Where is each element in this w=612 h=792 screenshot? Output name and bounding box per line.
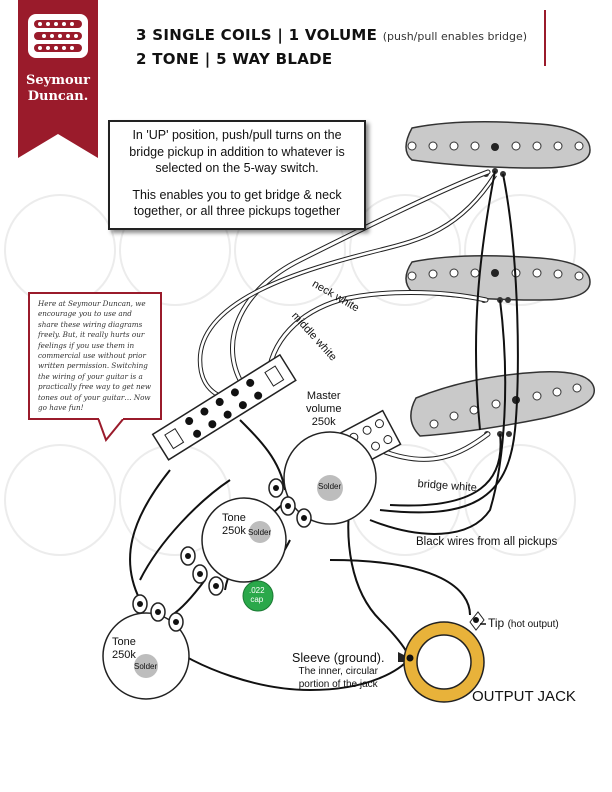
sleeve-line3: portion of the jack — [298, 679, 378, 690]
tip-label-note: (hot output) — [507, 619, 559, 630]
cap-line1: .022 — [249, 586, 265, 595]
callout-para1: In 'UP' position, push/pull turns on the… — [129, 128, 345, 175]
tone1-solder-label: Solder — [248, 528, 272, 537]
white-wires — [231, 170, 490, 461]
tone-pot-1 — [180, 497, 287, 596]
neck-pickup — [405, 121, 591, 169]
brand-name-line2: Duncan. — [28, 89, 89, 104]
tip-label: Tip (hot output) — [488, 616, 559, 630]
notice-pointer — [96, 418, 126, 442]
tone2-line1: Tone — [112, 636, 136, 648]
master-volume-label: Master volume 250k — [306, 390, 341, 429]
title-line2: 2 TONE | 5 WAY BLADE — [136, 50, 333, 68]
five-way-switch — [151, 353, 297, 461]
capacitor — [242, 580, 274, 612]
seymour-duncan-logo: Seymour Duncan. — [18, 0, 98, 158]
tone1-line2: 250k — [222, 525, 246, 537]
tone1-label: Tone 250k — [222, 512, 246, 538]
tone2-line2: 250k — [112, 649, 136, 661]
title-line1-note: (push/pull enables bridge) — [382, 30, 528, 43]
cap-line2: cap — [250, 595, 264, 604]
tone2-solder-label: Solder — [134, 662, 158, 671]
black-wires — [129, 170, 519, 692]
title-divider — [544, 10, 546, 66]
sleeve-label: Sleeve (ground). The inner, circular por… — [292, 652, 384, 691]
sleeve-line1: Sleeve (ground). — [292, 651, 385, 665]
tone-pot-2 — [102, 594, 190, 700]
sleeve-line2: The inner, circular — [298, 666, 378, 677]
title-line1-main: 3 SINGLE COILS | 1 VOLUME — [136, 26, 378, 44]
title-line1: 3 SINGLE COILS | 1 VOLUME (push/pull ena… — [136, 24, 527, 48]
master-volume-line1: Master — [306, 390, 341, 402]
diagram-title: 3 SINGLE COILS | 1 VOLUME (push/pull ena… — [136, 24, 527, 71]
black-wires-label: Black wires from all pickups — [416, 536, 558, 548]
output-jack-label: OUTPUT JACK — [472, 688, 576, 705]
master-volume-line3: 250k — [311, 416, 336, 428]
push-pull-callout: In 'UP' position, push/pull turns on the… — [108, 120, 366, 230]
callout-para2: This enables you to get bridge & neck to… — [132, 187, 342, 219]
output-jack — [398, 611, 485, 703]
tip-label-main: Tip — [488, 616, 505, 630]
master-volume-pot — [268, 431, 377, 528]
cap-label: .022 cap — [249, 586, 265, 604]
tone2-label: Tone 250k — [112, 636, 136, 662]
master-volume-line2: volume — [306, 403, 342, 415]
tone1-line1: Tone — [222, 512, 246, 524]
master-solder-label: Solder — [318, 482, 342, 491]
brand-name-line1: Seymour — [26, 73, 90, 88]
bridge-pickup — [410, 371, 595, 437]
usage-notice: Here at Seymour Duncan, we encourage you… — [28, 292, 162, 420]
